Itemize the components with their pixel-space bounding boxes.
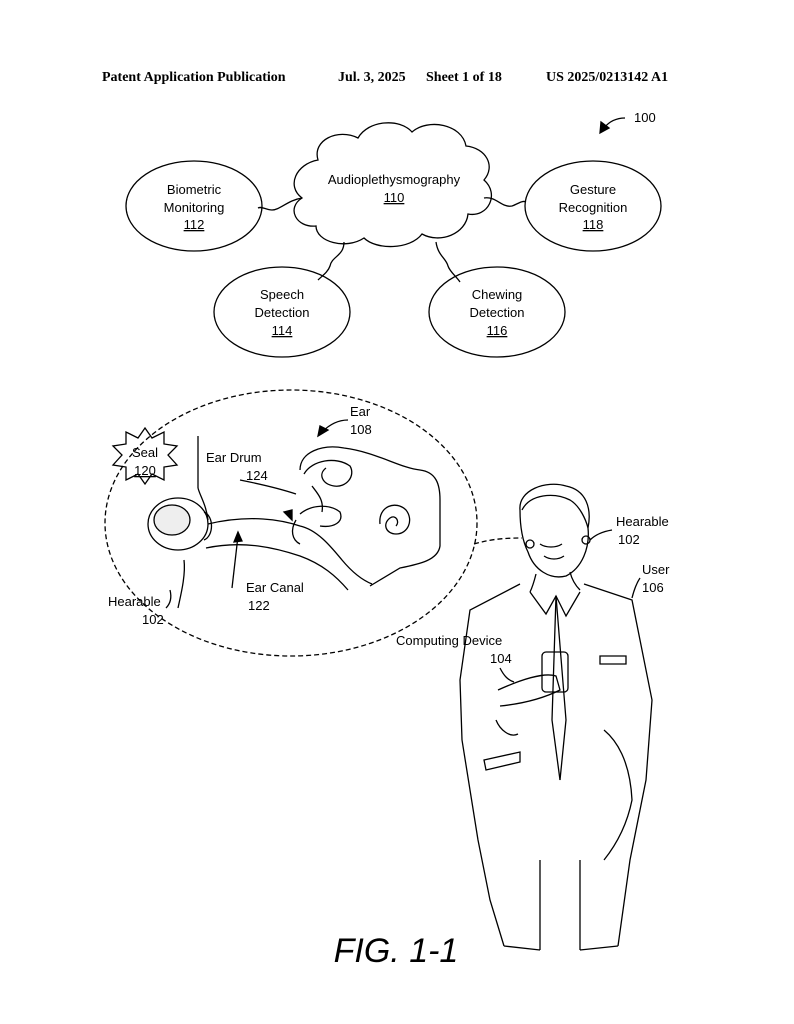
hearable-stem	[177, 559, 186, 609]
ear-canal-leader	[231, 535, 239, 589]
cochlea-spiral	[379, 504, 411, 535]
ear-canal-upper-wall	[207, 518, 373, 585]
hearable-right-bud	[581, 535, 591, 545]
connector-chewing	[435, 241, 461, 283]
gesture-line2: Recognition	[559, 200, 628, 215]
ear-drum-label: Ear Drum	[206, 450, 262, 465]
header-publication-label: Patent Application Publication	[102, 70, 286, 85]
ear-drum-arrowhead	[282, 509, 293, 522]
apg-cloud	[293, 122, 493, 248]
biometric-line2: Monitoring	[164, 200, 225, 215]
speech-line1: Speech	[260, 287, 304, 302]
hearable-right-label: Hearable	[616, 514, 669, 529]
header-sheet: Sheet 1 of 18	[426, 70, 502, 85]
chewing-ref: 116	[487, 323, 508, 338]
computing-device-label: Computing Device	[396, 633, 502, 648]
header-publication-number: US 2025/0213142 A1	[546, 70, 669, 85]
hearable-right-ref: 102	[618, 532, 640, 547]
ref-100-arrowhead	[599, 120, 611, 135]
user-leader	[631, 577, 641, 599]
connector-speech	[317, 241, 345, 281]
seal-label: Seal	[132, 445, 158, 460]
user-label: User	[642, 562, 670, 577]
hearable-right-left-bud	[525, 539, 535, 549]
hearable-right-leader	[589, 529, 613, 541]
hearable-earbud-body	[147, 497, 209, 551]
chewing-detection-ellipse	[428, 266, 566, 358]
biometric-line1: Biometric	[167, 182, 222, 197]
computing-device-leader	[499, 667, 515, 683]
ear-drum-membrane	[291, 519, 301, 545]
callout-leader-dashed	[473, 537, 523, 545]
chewing-line1: Chewing	[472, 287, 523, 302]
biometric-ref: 112	[184, 217, 205, 232]
semicircular-canals	[303, 459, 353, 487]
middle-ear-bones	[299, 505, 342, 528]
figure-caption: FIG. 1-1	[334, 932, 459, 970]
ear-canal-arrowhead	[232, 530, 243, 543]
ear-ref-arrowhead	[317, 425, 330, 438]
ear-drum-leader	[239, 479, 297, 495]
ear-canal-label: Ear Canal	[246, 580, 304, 595]
apg-ref: 110	[384, 190, 405, 205]
speech-ref: 114	[272, 323, 293, 338]
hearable-earbud-cap	[153, 504, 191, 536]
ear-label: Ear	[350, 404, 371, 419]
ref-100-label: 100	[634, 110, 656, 125]
hearable-left-leader	[165, 589, 172, 609]
ear-canal-ref: 122	[248, 598, 270, 613]
ear-callout-dashed-ellipse	[104, 389, 478, 657]
inner-ear-outline	[299, 446, 441, 587]
header-date: Jul. 3, 2025	[338, 70, 406, 85]
chewing-line2: Detection	[470, 305, 525, 320]
hearable-left-label: Hearable	[108, 594, 161, 609]
connector-gesture	[483, 197, 527, 207]
ear-canal-lower-wall	[205, 544, 349, 591]
hearable-left-ref: 102	[142, 612, 164, 627]
ear-drum-ref: 124	[246, 468, 268, 483]
computing-device-ref: 104	[490, 651, 512, 666]
seal-starburst	[111, 426, 179, 486]
gesture-line1: Gesture	[570, 182, 616, 197]
ossicle-line	[311, 485, 324, 513]
user-figure	[459, 483, 653, 951]
apg-label: Audioplethysmography	[328, 172, 461, 187]
ear-ref: 108	[350, 422, 372, 437]
hearable-eartip	[203, 511, 213, 541]
gesture-ref: 118	[583, 217, 604, 232]
seal-ref: 120	[134, 463, 156, 478]
biometric-monitoring-ellipse	[125, 160, 263, 252]
user-ref: 106	[642, 580, 664, 595]
speech-line2: Detection	[255, 305, 310, 320]
gesture-recognition-ellipse	[524, 160, 662, 252]
speech-detection-ellipse	[213, 266, 351, 358]
